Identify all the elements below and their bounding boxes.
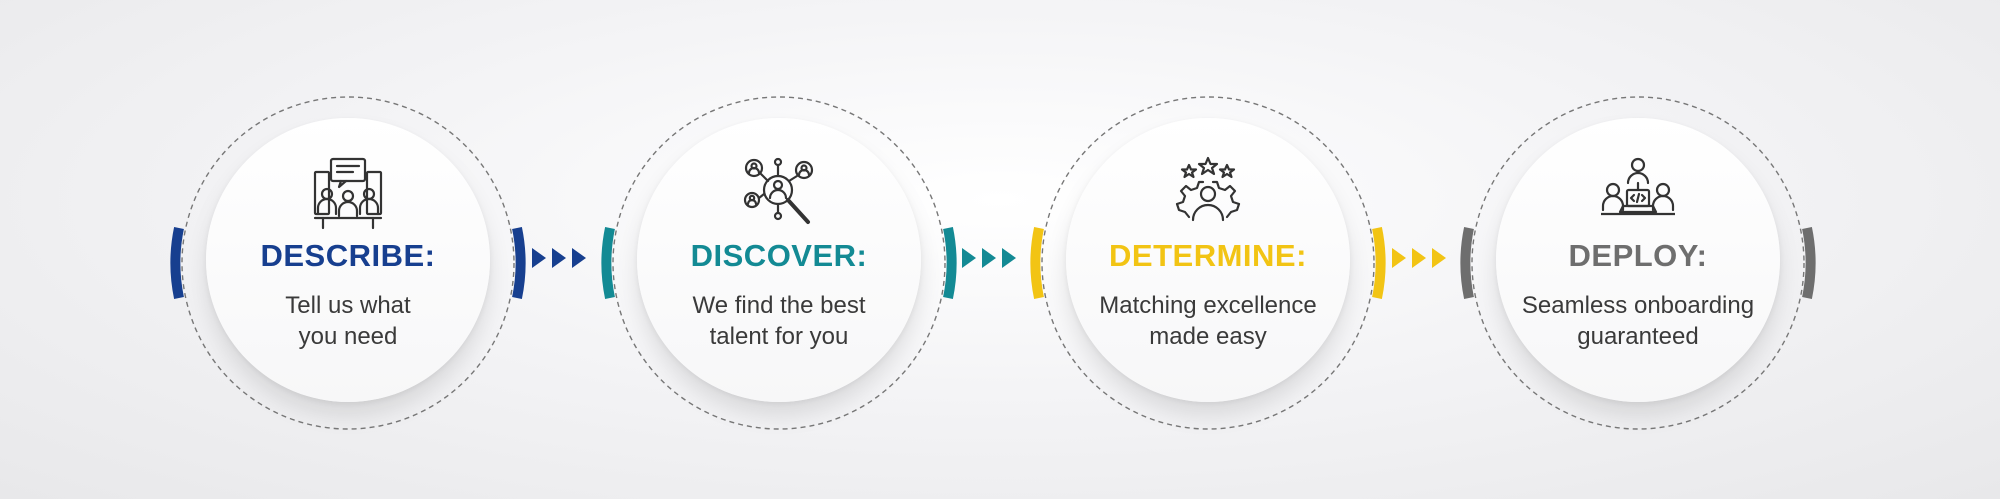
chevron-arrows-icon (532, 245, 592, 271)
step-description: Tell us what you need (213, 290, 483, 352)
step-title: DISCOVER: (690, 238, 868, 273)
step-description: Matching excellence made easy (1073, 290, 1343, 352)
description-line: Matching excellence (1099, 292, 1317, 319)
description-line: Seamless onboarding (1521, 292, 1755, 319)
description-line: made easy (1149, 323, 1267, 350)
description-line: guaranteed (1577, 323, 1699, 350)
step-disc (1066, 118, 1350, 402)
step-description: We find the best talent for you (644, 290, 914, 352)
step-title: DETERMINE: (1109, 238, 1307, 273)
step-title: DEPLOY: (1568, 238, 1708, 273)
rated-person-gear-icon (1171, 156, 1245, 230)
description-line: you need (298, 323, 398, 350)
dashed-ring (170, 96, 526, 430)
step-title: DESCRIBE: (260, 238, 436, 273)
dashed-ring (601, 96, 957, 430)
step-disc (1496, 118, 1780, 402)
description-line: We find the best (692, 292, 866, 319)
description-line: talent for you (709, 323, 849, 350)
chevron-arrows-icon (1392, 245, 1452, 271)
chevron-arrows-icon (962, 245, 1022, 271)
step-deploy: DEPLOY: Seamless onboarding guaranteed (1460, 88, 1816, 438)
step-describe: DESCRIBE: Tell us what you need (170, 88, 526, 438)
team-laptop-icon (1599, 156, 1677, 230)
step-description: Seamless onboarding guaranteed (1503, 290, 1773, 352)
dashed-ring (1030, 96, 1386, 430)
dashed-ring (1460, 96, 1816, 430)
step-determine: DETERMINE: Matching excellence made easy (1030, 88, 1386, 438)
step-discover: DISCOVER: We find the best talent for yo… (601, 88, 957, 438)
search-people-icon (742, 156, 816, 230)
description-line: Tell us what (285, 292, 411, 319)
meeting-icon (311, 156, 385, 230)
